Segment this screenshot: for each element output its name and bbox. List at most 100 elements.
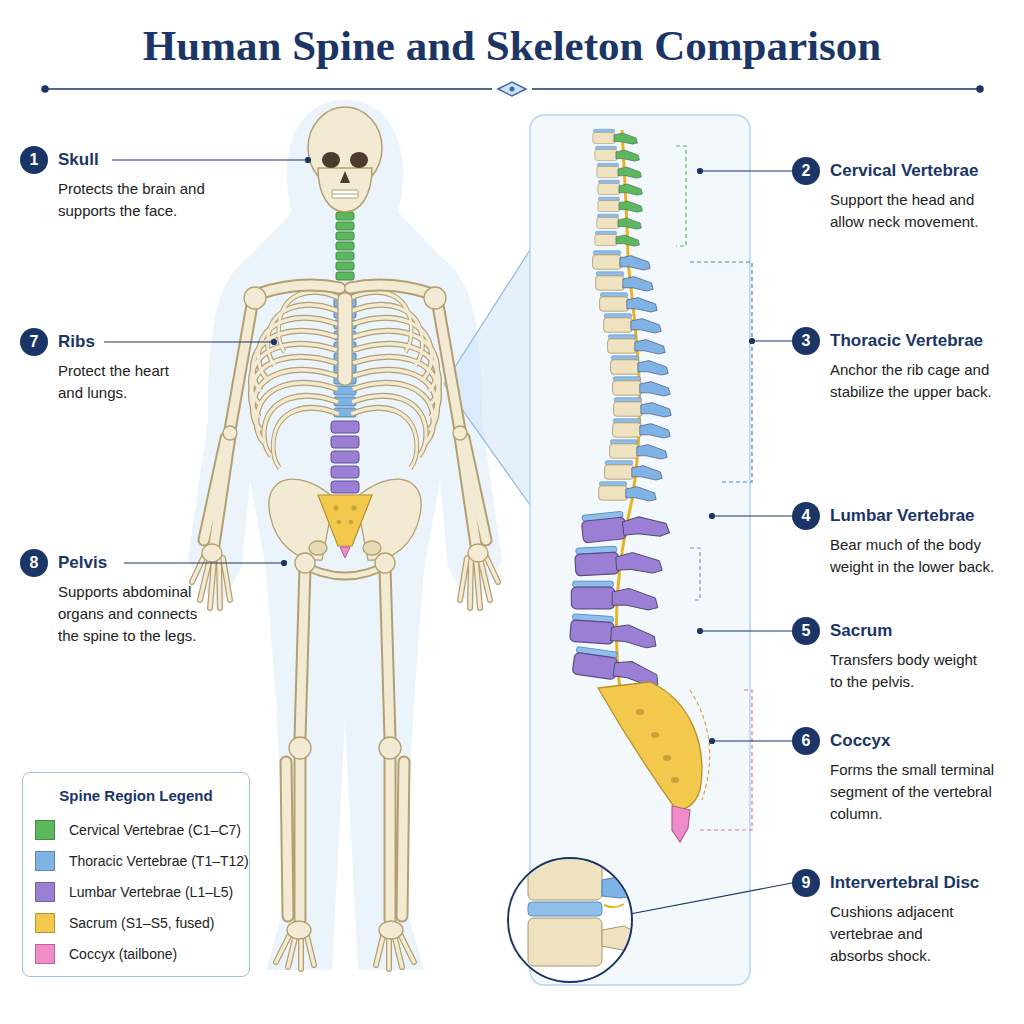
callout: 6CoccyxForms the small terminal segment … <box>792 727 1020 825</box>
spine-side-view <box>671 777 679 783</box>
zoom-fan <box>444 250 530 384</box>
leader-line <box>710 739 715 744</box>
spine-side-view <box>611 356 669 375</box>
leader-line <box>710 514 715 519</box>
limbs <box>287 921 311 939</box>
leader-line <box>104 341 274 342</box>
rib-cage <box>338 293 352 385</box>
limbs <box>223 426 237 440</box>
spine-side-view <box>598 682 702 809</box>
spine-front <box>331 466 359 478</box>
region-bracket <box>676 146 686 246</box>
spine-front <box>336 252 354 260</box>
skull-bone <box>308 107 382 212</box>
spine-side-view <box>593 129 643 246</box>
callout: 3Thoracic VertebraeAnchor the rib cage a… <box>792 327 1020 403</box>
leader-line <box>698 169 703 174</box>
spine-front <box>334 287 356 417</box>
legend-box: Spine Region LegendCervical Vertebrae (C… <box>22 772 250 977</box>
limbs <box>202 544 222 562</box>
leader-line <box>306 158 311 163</box>
region-bracket <box>700 690 752 830</box>
callout-text: Bear much of the body weight in the lowe… <box>830 534 1012 578</box>
spine-side-view <box>663 755 671 761</box>
disc-magnifier <box>528 902 602 916</box>
disc-magnifier <box>528 918 602 966</box>
leader-line <box>282 561 287 566</box>
spine-side-view <box>581 507 670 545</box>
limbs <box>468 544 488 562</box>
pelvis-bone <box>356 479 421 560</box>
rib-cage <box>251 292 439 468</box>
callout-heading: Ribs <box>58 328 260 356</box>
limbs <box>379 737 401 759</box>
leader-line <box>112 159 308 160</box>
title-rule <box>45 88 492 90</box>
spine-side-view <box>608 335 666 354</box>
spine-side-view <box>593 129 638 144</box>
limbs <box>424 287 446 309</box>
callout-text: Cushions adjacent vertebrae and absorbs … <box>830 901 980 967</box>
diagram-title: Human Spine and Skeleton Comparison <box>0 20 1024 72</box>
spine-front <box>336 232 354 240</box>
spine-side-view <box>605 461 663 480</box>
spine-side-view <box>613 377 671 396</box>
spine-side-view <box>599 482 657 501</box>
callout-text: Forms the small terminal segment of the … <box>830 759 1010 825</box>
legend-label: Cervical Vertebrae (C1–C7) <box>69 822 241 838</box>
callout: 8PelvisSupports abdominal organs and con… <box>20 549 260 647</box>
leader-line <box>698 629 703 634</box>
spine-front <box>331 451 359 463</box>
legend-swatch <box>35 913 55 933</box>
callout-text: Protect the heart and lungs. <box>58 360 188 404</box>
leader-line <box>630 169 792 915</box>
disc-magnifier <box>602 876 640 898</box>
spine-side-view <box>614 398 672 417</box>
legend-row: Cervical Vertebrae (C1–C7) <box>23 814 249 845</box>
callout-number: 2 <box>792 157 820 185</box>
spine-front <box>331 421 359 433</box>
spine-side-view <box>672 806 690 842</box>
legend-swatch <box>35 944 55 964</box>
spine-front <box>336 212 354 280</box>
disc-magnifier <box>602 926 642 950</box>
spine-front <box>331 421 359 493</box>
spine-side-view <box>597 163 642 178</box>
leader-line <box>124 562 284 563</box>
region-bracket <box>676 146 752 830</box>
rib-cage <box>251 292 439 468</box>
spine-front <box>336 212 354 220</box>
spine-side-view <box>651 732 659 738</box>
callout-number: 5 <box>792 617 820 645</box>
limbs <box>375 553 395 573</box>
legend-row: Coccyx (tailbone) <box>23 938 249 969</box>
legend-swatch <box>35 851 55 871</box>
sacrum-front <box>352 506 357 511</box>
callout-text: Supports abdominal organs and connects t… <box>58 581 218 647</box>
leader-line <box>712 515 792 516</box>
spine-side-view <box>593 251 651 270</box>
title-rule <box>532 88 980 90</box>
limbs <box>453 426 467 440</box>
callout-heading: Skull <box>58 146 260 174</box>
sacrum-front <box>337 520 341 524</box>
spine-side-view <box>596 272 654 291</box>
leader-line <box>752 340 792 341</box>
title-rule <box>510 87 515 92</box>
leader-line <box>700 170 792 171</box>
skull-bone <box>332 190 358 198</box>
callout-number: 1 <box>20 146 48 174</box>
leader-line <box>630 883 792 914</box>
callout-text: Support the head and allow neck movement… <box>830 189 1010 233</box>
callout-heading: Cervical Vertebrae <box>830 157 1020 185</box>
disc-magnifier <box>508 856 642 982</box>
sacrum-front <box>349 520 353 524</box>
legend-row: Lumbar Vertebrae (L1–L5) <box>23 876 249 907</box>
legend-swatch <box>35 820 55 840</box>
title-rule <box>42 86 48 92</box>
pelvis-bone <box>269 479 421 576</box>
callout-number: 3 <box>792 327 820 355</box>
pelvis-bone <box>309 541 327 555</box>
callout: 5SacrumTransfers body weight to the pelv… <box>792 617 1020 693</box>
